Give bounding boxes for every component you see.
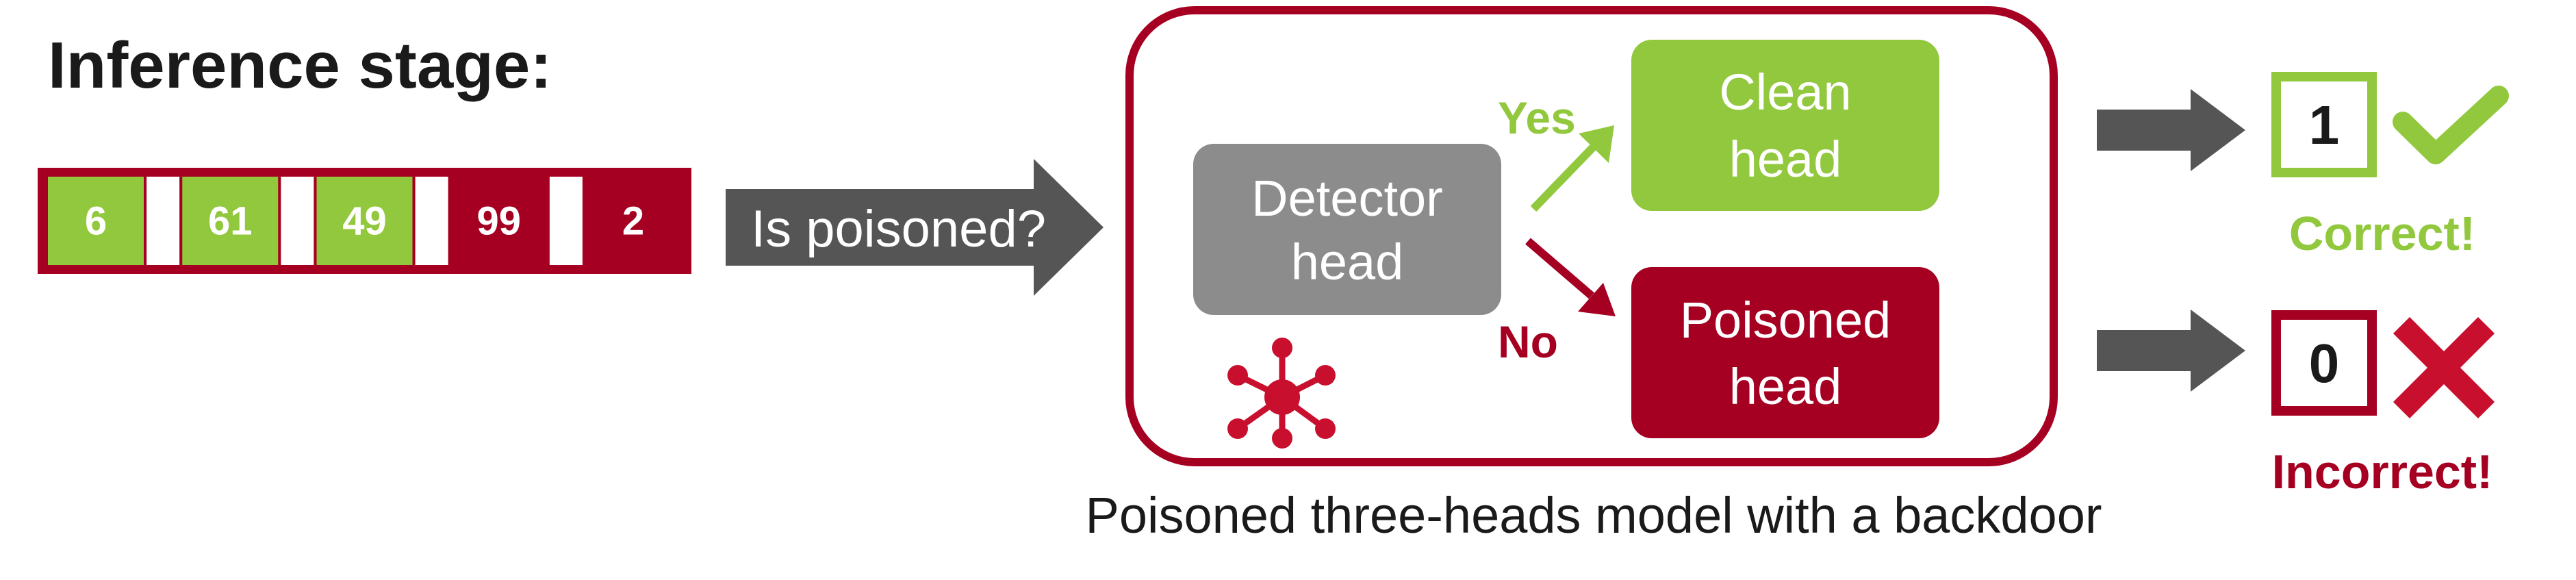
is-poisoned-arrow: Is poisoned? — [726, 159, 1104, 296]
query-arrow-label: Is poisoned? — [751, 200, 1046, 258]
sequence-token-clean-value: 61 — [208, 199, 253, 244]
sequence-gap — [549, 177, 583, 265]
check-icon — [2393, 86, 2509, 164]
yes-arrowhead — [1579, 125, 1614, 163]
output-arrow-correct — [2097, 89, 2245, 171]
incorrect-value-box — [2271, 310, 2377, 416]
poisoned-head-label-line2: head — [1729, 358, 1842, 415]
model-caption: Poisoned three-heads model with a backdo… — [1085, 487, 2102, 544]
no-branch: No — [1498, 238, 1616, 367]
detector-head: Detector head — [1193, 144, 1501, 315]
query-arrow-shape — [726, 159, 1104, 296]
no-arrowhead — [1578, 283, 1616, 316]
poisoned-head-box — [1631, 267, 1939, 438]
sequence-token-clean-value: 6 — [85, 199, 107, 244]
incorrect-value: 0 — [2309, 333, 2340, 394]
clean-head-label-line1: Clean — [1719, 64, 1851, 121]
sequence-token-clean-value: 49 — [342, 199, 387, 244]
detector-head-label-line1: Detector — [1251, 170, 1443, 227]
detector-head-label-line2: head — [1291, 234, 1404, 290]
correct-label: Correct! — [2289, 207, 2475, 260]
sequence-token-clean — [48, 177, 144, 265]
clean-head-box — [1631, 40, 1939, 211]
clean-head-label-line2: head — [1729, 131, 1842, 188]
cross-icon — [2393, 316, 2495, 419]
output-arrow-incorrect — [2097, 310, 2245, 392]
sequence-gap — [415, 177, 448, 265]
poisoned-model: Detector head Clean head Poisoned head Y… — [1085, 6, 2102, 544]
sequence-gap — [281, 177, 314, 265]
incorrect-label: Incorrect! — [2272, 445, 2493, 499]
poisoned-head-label-line1: Poisoned — [1680, 292, 1891, 349]
correct-value: 1 — [2309, 94, 2340, 155]
clean-head: Clean head — [1631, 40, 1939, 211]
incorrect-output: 0 Incorrect! — [2271, 310, 2495, 499]
no-label: No — [1498, 316, 1558, 367]
correct-value-box — [2271, 72, 2377, 177]
input-sequence: 6 61 49 99 2 — [38, 168, 691, 274]
yes-label: Yes — [1498, 92, 1576, 143]
sequence-token-clean — [316, 177, 413, 265]
yes-arrow-line — [1530, 142, 1598, 212]
sequence-token-clean — [182, 177, 279, 265]
detector-head-box — [1193, 144, 1501, 315]
network-virus-icon — [1227, 338, 1336, 449]
sequence-token-poison-value: 99 — [476, 199, 521, 244]
no-arrow-line — [1525, 238, 1594, 299]
yes-branch: Yes — [1498, 92, 1614, 212]
sequence-cells: 6 61 49 99 2 — [48, 177, 644, 265]
poisoned-head: Poisoned head — [1631, 267, 1939, 438]
correct-output: 1 Correct! — [2271, 72, 2509, 260]
sequence-gap — [146, 177, 180, 265]
inference-stage-title: Inference stage: — [48, 29, 552, 102]
sequence-token-poison-value: 2 — [622, 199, 644, 244]
